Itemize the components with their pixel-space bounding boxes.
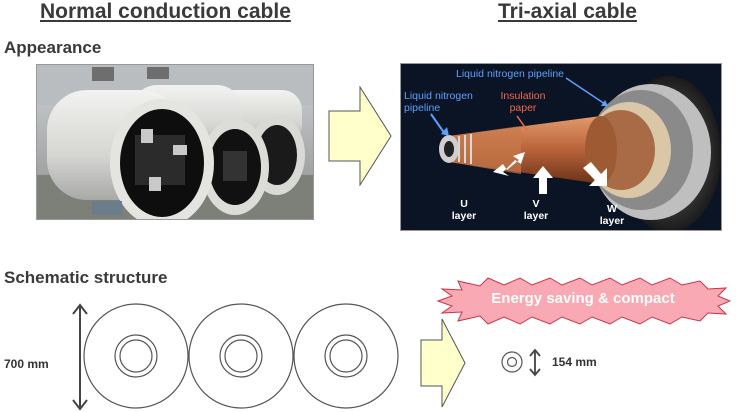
schematic-label: Schematic structure [4,268,168,287]
insulation-pointer [516,115,528,131]
normal-cable-photo-art [37,65,313,219]
normal-cable-section-3 [293,303,399,409]
u-layer-arrow [493,152,525,176]
u-layer-label: U layer [451,198,477,222]
normal-cable-cross-sections [83,303,399,409]
dimension-arrow-700 [72,303,88,411]
triaxial-cable-photo-art [401,64,721,230]
normal-cable-section-1 [83,303,189,409]
dimension-700-label: 700 mm [4,357,49,371]
w-layer-arrow [583,162,607,186]
w-layer-label: W layer [599,203,625,227]
normal-cable-photo [36,64,314,220]
comparison-arrow-top [328,86,392,186]
normal-cable-section-2 [188,303,294,409]
normal-cable-header: Normal conduction cable [40,0,291,23]
v-layer-arrow [533,166,553,194]
triaxial-cable-header: Tri-axial cable [498,0,637,23]
insulation-label: Insulation paper [500,90,546,114]
ln2-top-pointer [565,77,606,105]
comparison-arrow-bottom [420,318,466,408]
banner-text: Energy saving & compact [491,290,675,307]
v-layer-label: V layer [523,198,549,222]
appearance-label: Appearance [4,38,102,57]
triaxial-cross-section [501,348,541,377]
ln2-left-pointer [430,113,446,135]
triaxial-cable-photo [400,63,722,231]
ln2-top-label: Liquid nitrogen pipeline [456,68,564,80]
dimension-154-label: 154 mm [552,355,597,369]
ln2-left-label: Liquid nitrogen pipeline [404,90,473,114]
energy-saving-banner [436,277,732,325]
